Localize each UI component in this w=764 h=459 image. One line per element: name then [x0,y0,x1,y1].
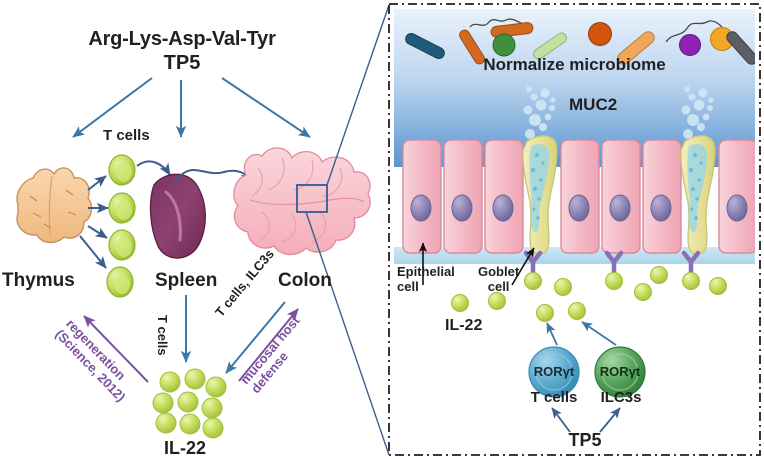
muc2-mucus-bubbles [523,86,714,139]
il22-cluster-left [152,368,227,439]
il22-receptor [604,250,624,277]
page-title-sequence: Arg-Lys-Asp-Val-Tyr [88,28,276,50]
epithelial-cell [560,139,600,254]
marker-rorgt-tcells: RORγt [533,364,575,379]
rorgt-to-il22-arrows [546,321,617,346]
epithelial-cell [402,139,442,254]
epithelial-cell [443,139,483,254]
organ-label-spleen: Spleen [155,270,218,291]
flagellum [469,18,524,28]
il22-bound-molecules [524,272,700,290]
t-cell [108,229,136,261]
spleen-organ [149,173,206,259]
coccus-orange-dark [588,22,612,46]
label-il22-right: IL-22 [445,317,483,334]
label-regeneration: regeneration (Science, 2012) [52,316,139,404]
nucleus [492,194,514,222]
heading-normalize-microbiome: Normalize microbiome [483,55,666,74]
goblet-line-2: cell [487,279,510,294]
coccus-orange [710,27,734,51]
il22-receptors [523,250,701,277]
il22-receptor [523,250,543,277]
t-cell [108,192,136,224]
goblet-line-1: Goblet [478,264,520,279]
t-cells-group [106,154,136,298]
coccus-purple [679,34,701,56]
basement-membrane [394,247,755,264]
flagellum [665,20,723,43]
label-t-cells-top: T cells [103,127,150,144]
thymus-organ [16,167,93,244]
epithelial-line-1: Epithelial [397,264,455,279]
label-il22-left: IL-22 [164,438,207,458]
epithelial-cell [601,139,641,254]
t-cell-chain-arrows [79,160,171,269]
label-t-cells-right: T cells [530,389,578,406]
marker-rorgt-ilc3s: RORγt [599,364,641,379]
nuclei-group [410,194,748,222]
nucleus [451,194,473,222]
heading-muc2: MUC2 [569,95,618,114]
epithelial-line-2: cell [397,279,419,294]
organ-label-colon: Colon [278,270,332,291]
label-t-cells-ilc3s: T cells, ILC3s [212,246,277,320]
nucleus [568,194,590,222]
colon-organ [233,147,371,256]
il22-receptor [681,250,701,277]
colon-zoom-box [296,184,328,213]
tp5-to-rorgt-arrows [551,407,621,433]
goblet-cell [680,135,716,255]
goblet-cell [522,135,558,255]
label-tp5-right: TP5 [568,430,602,450]
epithelial-cell [642,139,682,254]
spleen-to-colon-arrow [174,168,253,184]
label-goblet-cell: Goblet cell [478,264,519,294]
t-cell [106,266,134,298]
label-t-cells-vertical: T cells [155,315,170,356]
nucleus [609,194,631,222]
coccus-green [492,33,516,57]
nucleus [410,194,432,222]
t-cell [108,154,136,186]
label-epithelial-cell: Epithelial cell [397,264,455,294]
page-title-tp5: TP5 [163,52,201,74]
organ-label-thymus: Thymus [2,270,75,291]
epithelium-row [402,139,755,254]
epithelial-cell [484,139,524,254]
label-ilc3s-right: ILC3s [600,389,642,406]
lumen-background [394,9,755,167]
nucleus [726,194,748,222]
epithelial-cell [718,139,755,254]
nucleus [650,194,672,222]
label-mucosal-host-defense: mucosal host defense [237,313,313,396]
rod-orange-2 [490,22,534,38]
